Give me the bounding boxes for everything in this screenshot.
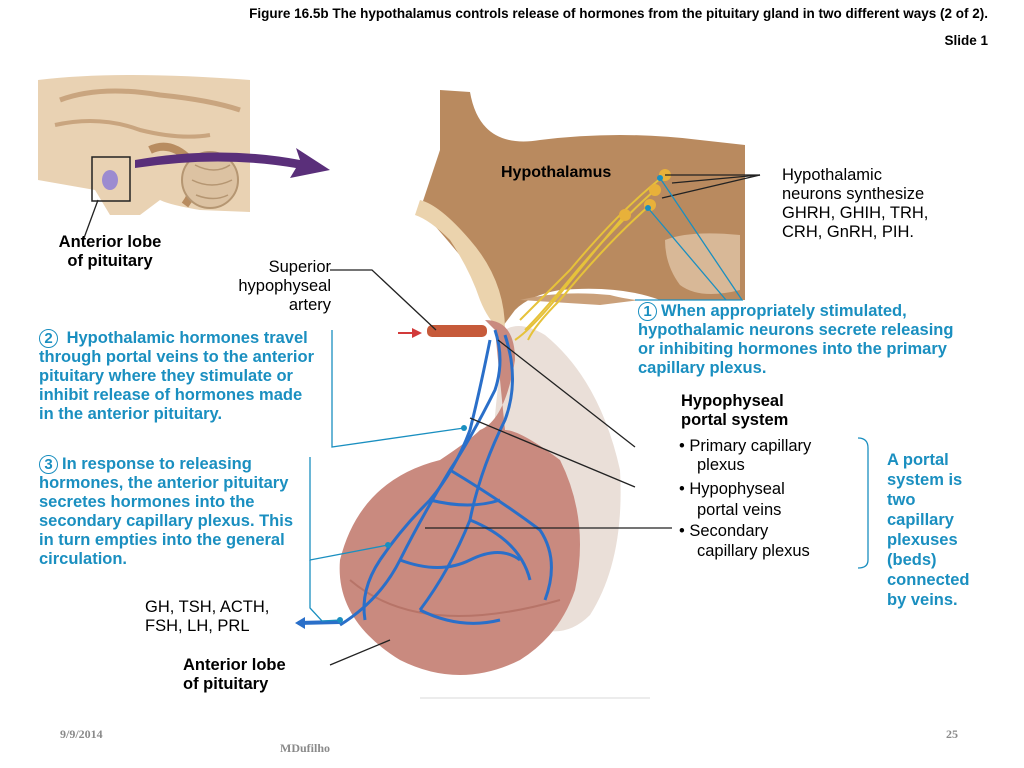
- brain-inset: [35, 75, 250, 215]
- superior-artery-label: Superior hypophyseal artery: [238, 258, 331, 314]
- step-1-number: 1: [638, 302, 657, 321]
- step-3-text: In response to releasing hormones, the a…: [39, 455, 294, 568]
- portal-veins-label: • Hypophyseal portal veins: [679, 480, 785, 519]
- footer-author: MDufilho: [280, 741, 331, 755]
- slide-number: Slide 1: [944, 33, 988, 48]
- zoom-arrow: [135, 148, 330, 178]
- step-2: 2 Hypothalamic hormones travel through p…: [39, 329, 321, 424]
- hypothalamus-label: Hypothalamus: [501, 164, 612, 181]
- anterior-lobe-gland: [339, 320, 580, 675]
- portal-system-note: A portal system is two capillary plexuse…: [887, 451, 970, 609]
- portal-system-title: Hypophyseal portal system: [681, 392, 789, 429]
- neurons-label: Hypothalamic neurons synthesize GHRH, GH…: [782, 166, 929, 241]
- anterior-lobe-inset-label: Anterior lobe of pituitary: [58, 233, 162, 270]
- footer-page-number: 25: [946, 727, 958, 741]
- figure-title: Figure 16.5b The hypothalamus controls r…: [249, 6, 988, 21]
- neuron-fibers: [514, 174, 666, 341]
- step-1-text: When appropriately stimulated, hypothala…: [638, 302, 954, 377]
- step-2-number: 2: [39, 329, 58, 348]
- hypothalamus-tissue: [415, 90, 745, 330]
- step-2-text: Hypothalamic hormones travel through por…: [39, 329, 315, 423]
- secondary-plexus-label: • Secondary capillary plexus: [679, 522, 810, 560]
- portal-veins: [339, 329, 553, 627]
- footer-date: 9/9/2014: [60, 727, 103, 741]
- hormones-out-label: GH, TSH, ACTH, FSH, LH, PRL: [145, 598, 270, 635]
- primary-plexus-label: • Primary capillary plexus: [679, 437, 812, 474]
- anterior-lobe-label: Anterior lobe of pituitary: [183, 656, 286, 693]
- step-3-number: 3: [39, 455, 58, 474]
